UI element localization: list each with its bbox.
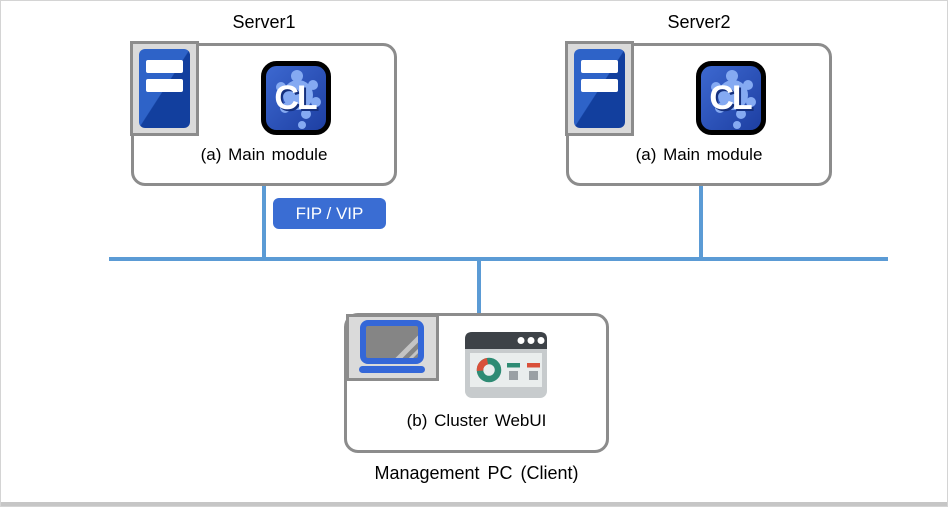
server-tower-body (139, 49, 190, 128)
cluster-app-icon: CL CL (261, 61, 331, 135)
mini-chart-glyphs (507, 363, 540, 380)
server2-title: Server2 (667, 12, 731, 32)
bottom-edge-divider (1, 502, 947, 506)
laptop-icon (346, 314, 439, 381)
server-tower-slot (146, 60, 183, 73)
cluster-app-icon: CL CL (696, 61, 766, 135)
browser-dots (517, 337, 545, 344)
server-tower-slot (581, 79, 618, 92)
cl-text: CL (274, 79, 317, 117)
server-tower-slot (581, 60, 618, 73)
webui-browser-icon (465, 332, 547, 398)
server-tower-icon (565, 41, 634, 136)
server-tower-icon (130, 41, 199, 136)
network-line-server1-drop (262, 186, 266, 259)
network-line-backbone (109, 257, 888, 261)
server2-label: (a) Main module (635, 145, 763, 164)
network-line-server2-drop (699, 186, 703, 259)
server-tower-body (574, 49, 625, 128)
management-pc-caption: Management PC (Client) (374, 463, 579, 483)
cluster-splash-shape (711, 70, 756, 129)
network-line-management-drop (477, 259, 481, 313)
server-tower-slot (146, 79, 183, 92)
server1-label: (a) Main module (200, 145, 328, 164)
management-pc-label: (b) Cluster WebUI (406, 411, 547, 430)
cl-text-shadow: CL (276, 81, 319, 119)
donut-chart-glyph (476, 357, 502, 383)
cl-text: CL (709, 79, 752, 117)
server1-title: Server1 (232, 12, 296, 32)
laptop-glyph (359, 320, 425, 373)
cl-text-shadow: CL (711, 81, 754, 119)
fip-vip-badge: FIP / VIP (273, 198, 386, 229)
cluster-splash-shape (276, 70, 321, 129)
